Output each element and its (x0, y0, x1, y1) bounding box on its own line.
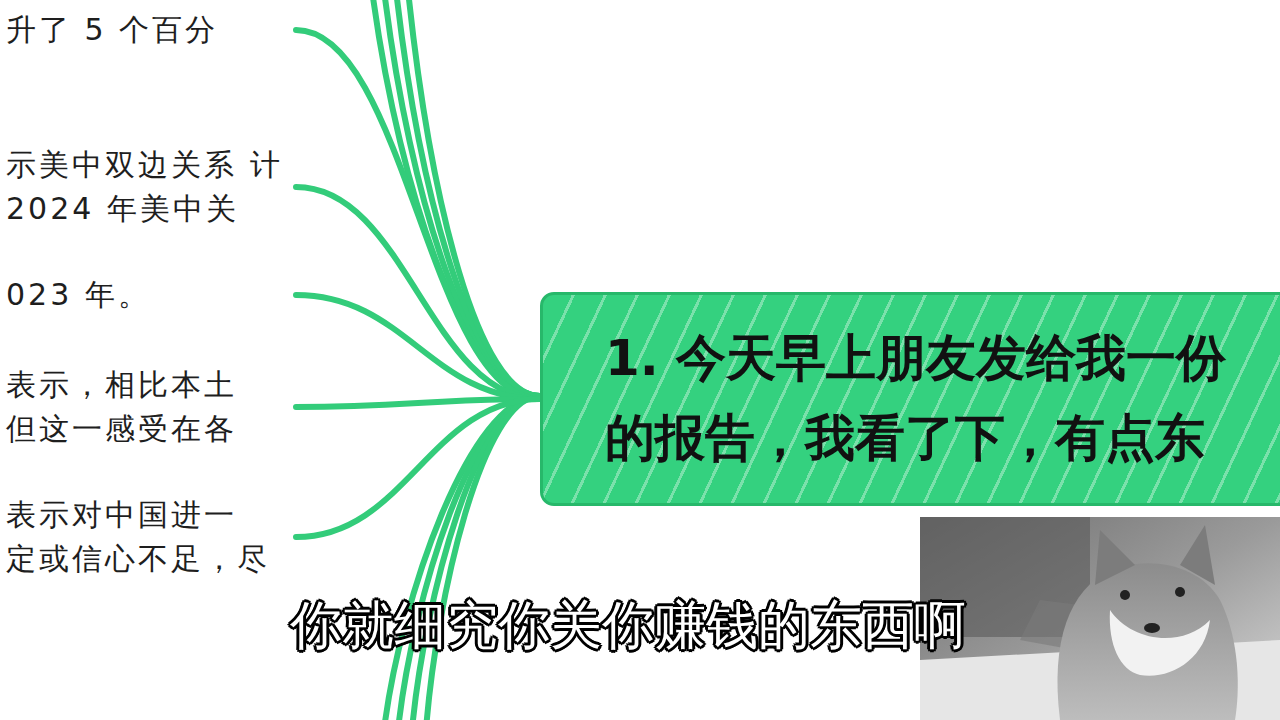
branch-label: 023 年。 (6, 273, 286, 317)
branch-line (296, 295, 540, 399)
topic-text: 1. 今天早上朋友发给我一份 的报告，我看了下，有点东 (605, 318, 1245, 478)
branch-label: 升了 5 个百分 (6, 8, 286, 52)
topic-box: 1. 今天早上朋友发给我一份 的报告，我看了下，有点东 (540, 292, 1280, 506)
branch-text: 示美中双边关系 计 2024 年美中关 (6, 143, 296, 231)
branch-label: 示美中双边关系 计 2024 年美中关 (6, 143, 286, 231)
subtitle: 你就细究你关你赚钱的东西啊 (290, 592, 966, 658)
branch-line (296, 187, 540, 399)
branch-label: 表示对中国进一 定或信心不足，尽 (6, 493, 286, 581)
dog-photo (920, 517, 1280, 720)
branch-text: 升了 5 个百分 (6, 8, 296, 52)
branch-line (296, 399, 540, 537)
branch-text: 表示对中国进一 定或信心不足，尽 (6, 493, 296, 581)
branch-label: 表示，相比本土 但这一感受在各 (6, 363, 286, 451)
branch-text: 表示，相比本土 但这一感受在各 (6, 363, 296, 451)
branch-text: 023 年。 (6, 273, 296, 317)
branch-line (296, 30, 540, 399)
